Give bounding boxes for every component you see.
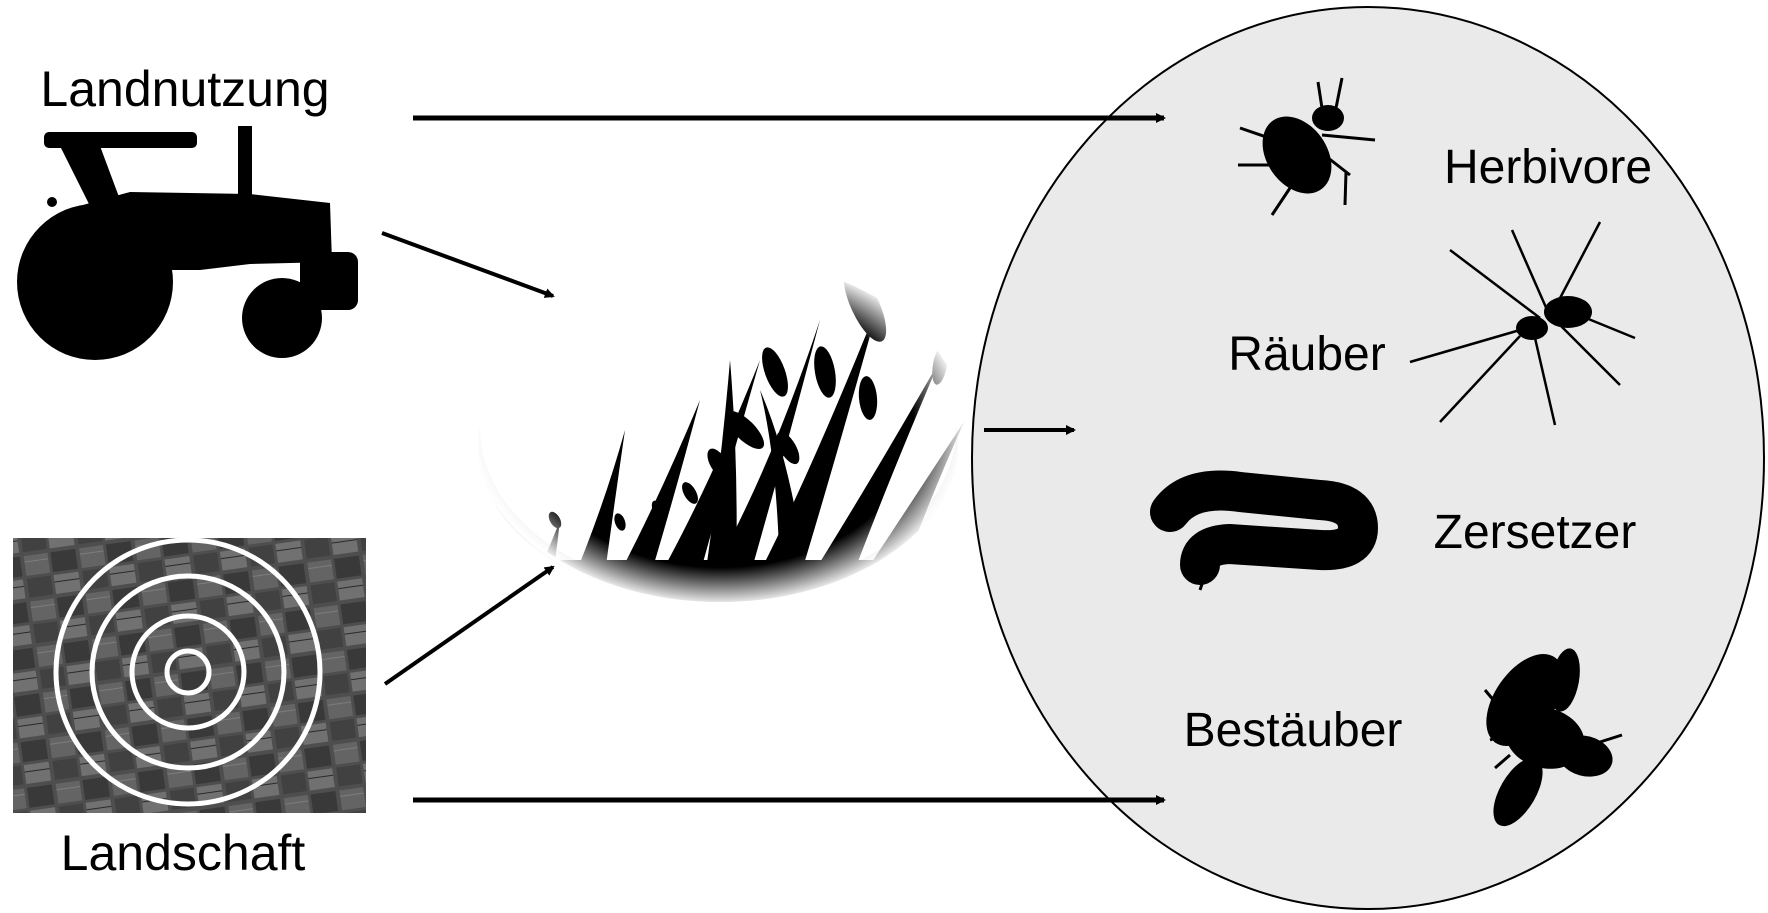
landuse-label: Landnutzung (40, 61, 329, 117)
herbivore-label: Herbivore (1444, 141, 1652, 194)
landscape-label: Landschaft (61, 825, 306, 881)
pollinator-label: Bestäuber (1184, 704, 1403, 757)
predator-label: Räuber (1228, 328, 1385, 381)
grassland-icon (472, 254, 980, 620)
tractor-icon (17, 126, 358, 360)
arrow-landuse-to-grassland (382, 233, 553, 296)
decomposer-label: Zersetzer (1434, 506, 1637, 559)
arrow-landscape-to-grassland (385, 567, 553, 684)
aerial-landscape-rings-icon (13, 538, 366, 813)
